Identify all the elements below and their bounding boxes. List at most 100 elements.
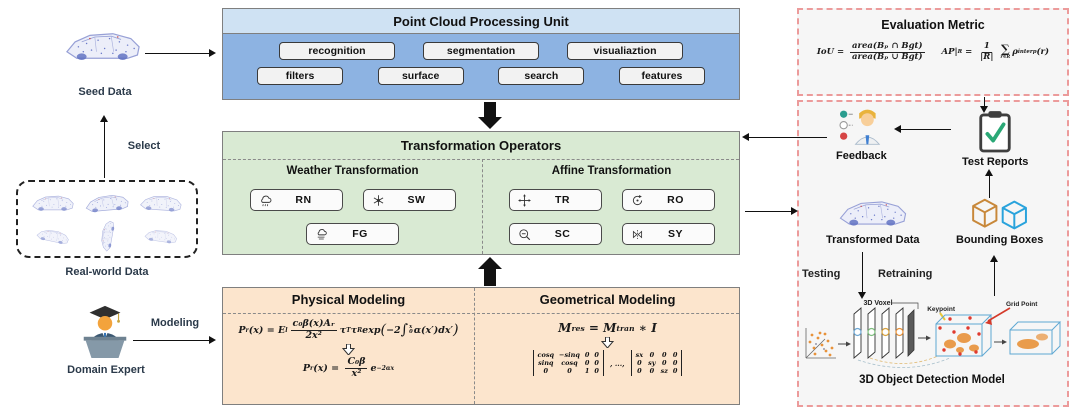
arrow-model-to-boundingboxes: [990, 255, 999, 296]
op-label: RN: [295, 194, 312, 206]
seed-data-label: Seed Data: [78, 86, 132, 98]
test-reports-label: Test Reports: [962, 156, 1029, 168]
pcpu-chip-visualization: visualiaztion: [567, 42, 683, 60]
weather-transformation-panel: Weather Transformation RN SW: [223, 159, 482, 254]
feedback-label: Feedback: [836, 150, 887, 162]
op-rain: RN: [249, 189, 343, 211]
real-world-data-box: [16, 180, 198, 258]
symmetry-icon: [632, 229, 642, 239]
modeling-title-divider: [223, 313, 739, 314]
transform-title-divider: [223, 159, 739, 160]
arrow-transform-to-transformed-data: [745, 207, 798, 215]
scale-icon: [518, 228, 530, 240]
keypoint-label: Keypoint: [927, 306, 956, 313]
arrow-modeling-right: [133, 336, 216, 344]
retraining-label: Retraining: [878, 268, 933, 280]
op-snow: SW: [362, 189, 456, 211]
point-cloud-processing-unit-box: Point Cloud Processing Unit recognition …: [222, 8, 740, 100]
pcpu-row-2: filters surface search features: [257, 67, 705, 85]
op-label: TR: [555, 194, 570, 206]
pcpu-chip-segmentation: segmentation: [423, 42, 539, 60]
op-rotate: RO: [621, 189, 715, 211]
feedback-people-icon: [839, 109, 881, 145]
translate-icon: [517, 193, 531, 207]
thick-arrow-up: [484, 268, 496, 286]
arrow-boundingboxes-to-testreports: [985, 169, 994, 198]
pcpu-chip-recognition: recognition: [279, 42, 395, 60]
feedback-item: Feedback: [836, 106, 887, 162]
detection-model-label: 3D Object Detection Model: [859, 374, 1005, 386]
pcpu-chip-filters: filters: [257, 67, 343, 85]
transformed-car-icon: [839, 201, 906, 227]
real-world-car-icon: [139, 193, 183, 213]
op-label: SC: [554, 228, 571, 240]
op-translate: TR: [508, 189, 602, 211]
domain-expert-label: Domain Expert: [67, 364, 145, 376]
transform-vertical-divider: [482, 159, 483, 254]
clipboard-check-icon: [979, 111, 1011, 153]
evaluation-metric-box: Evaluation Metric IoU = area(Bₚ ∩ Bgt)ar…: [797, 8, 1069, 96]
select-label: Select: [127, 140, 161, 152]
detection-model-graphic: 3D Voxel Keypoint Grid Point: [805, 300, 1062, 368]
bounding-boxes-label: Bounding Boxes: [956, 234, 1044, 246]
real-world-car-icon: [144, 227, 178, 245]
real-world-data-label: Real-world Data: [65, 266, 149, 278]
snowflake-icon: [373, 194, 383, 206]
hollow-down-arrow-icon: [342, 343, 355, 355]
op-label: SY: [667, 228, 683, 240]
modeling-vertical-divider: [474, 288, 475, 404]
geometrical-modeling-title: Geometrical Modeling: [539, 292, 676, 307]
pcpu-chip-surface: surface: [377, 67, 464, 85]
op-fog: FG: [306, 223, 399, 245]
pcpu-title: Point Cloud Processing Unit: [223, 9, 739, 34]
pcpu-chip-search: search: [498, 67, 585, 85]
modeling-label: Modeling: [150, 317, 200, 329]
transform-title: Transformation Operators: [400, 138, 562, 153]
physical-modeling-title: Physical Modeling: [291, 292, 406, 307]
seed-data-car-icon: [66, 33, 140, 61]
fog-cloud-icon: [317, 228, 327, 239]
op-label: SW: [407, 194, 426, 206]
arrow-testreports-to-feedback: [894, 125, 951, 133]
test-reports-item: Test Reports: [962, 110, 1028, 168]
pcpu-chip-features: features: [618, 67, 705, 85]
transformed-data-item: Transformed Data: [826, 194, 920, 246]
arrow-feedback-to-transform: [742, 133, 827, 141]
real-world-car-icon: [84, 193, 130, 213]
pcpu-row-1: recognition segmentation visualiaztion: [279, 42, 683, 60]
iou-formula: IoU = area(Bₚ ∩ Bgt)area(Bₚ ∪ Bgt): [816, 41, 925, 62]
rotate-icon: [632, 194, 642, 205]
domain-expert-icon: [83, 305, 127, 359]
weather-title: Weather Transformation: [286, 165, 419, 177]
transformed-data-label: Transformed Data: [826, 234, 920, 246]
hollow-down-arrow-icon: [601, 337, 614, 348]
testing-pipeline-panel: [797, 100, 1069, 407]
transformation-operators-box: Transformation Operators Weather Transfo…: [222, 131, 740, 255]
op-label: RO: [667, 194, 684, 206]
affine-title: Affine Transformation: [551, 165, 672, 177]
testing-label: Testing: [802, 268, 841, 280]
real-world-car-icon: [35, 226, 70, 246]
op-label: FG: [352, 228, 368, 240]
thick-arrow-up-head: [478, 257, 502, 269]
arrow-select-up: [100, 115, 109, 178]
voxel-label: 3D Voxel: [863, 300, 892, 307]
evaluation-title: Evaluation Metric: [881, 18, 985, 32]
matrix-separator: , ...,: [609, 358, 625, 368]
op-symmetry: SY: [621, 223, 715, 245]
real-world-car-icon: [32, 195, 74, 211]
thick-arrow-down-head: [478, 117, 502, 129]
rain-cloud-icon: [260, 195, 271, 206]
real-world-car-icon: [99, 219, 116, 252]
